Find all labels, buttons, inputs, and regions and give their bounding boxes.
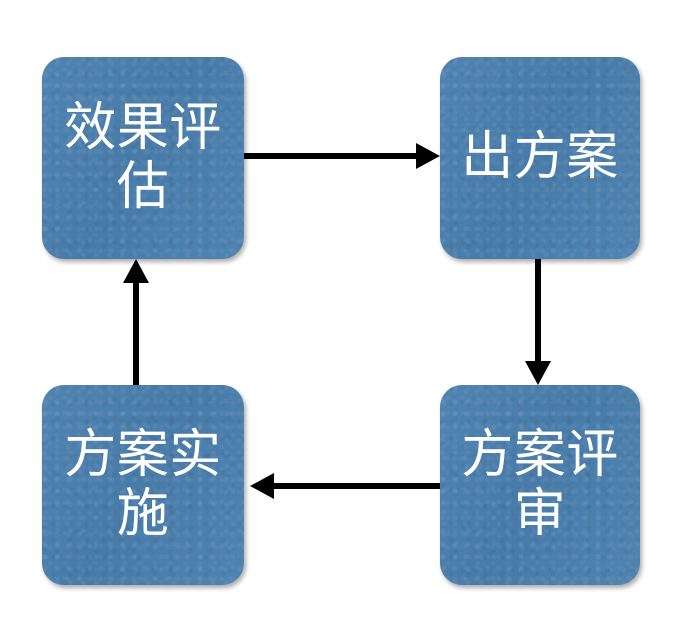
node-effect-evaluation-label: 效果评估 — [64, 98, 222, 216]
node-produce-plan-label: 出方案 — [461, 128, 619, 187]
edge-implementation-to-evaluation — [123, 259, 149, 385]
edge-plan-to-review — [525, 259, 551, 385]
node-plan-implementation-label: 方案实施 — [64, 425, 222, 543]
node-plan-review[interactable]: 方案评审 — [440, 385, 640, 585]
node-effect-evaluation[interactable]: 效果评估 — [42, 57, 244, 259]
edge-evaluation-to-plan — [243, 143, 440, 169]
edge-review-to-implementation — [250, 473, 440, 499]
node-produce-plan[interactable]: 出方案 — [440, 57, 640, 259]
node-plan-implementation[interactable]: 方案实施 — [42, 385, 244, 585]
node-plan-review-label: 方案评审 — [461, 425, 619, 543]
